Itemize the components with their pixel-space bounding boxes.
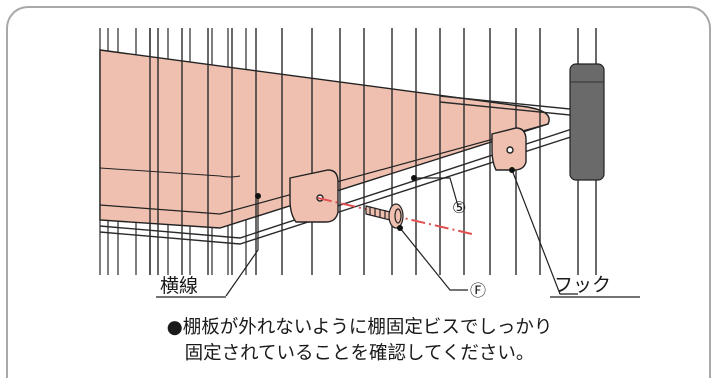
- label-part-5: ⑤: [452, 198, 466, 217]
- leader-lines: [225, 169, 578, 297]
- label-horizontal-wire: 横線: [160, 275, 198, 297]
- label-hook: フック: [554, 274, 611, 296]
- leader-dots: [255, 167, 515, 231]
- caption-line-1: ●棚板が外れないように棚固定ビスでしっかり: [166, 317, 553, 338]
- post-cover: [569, 63, 605, 181]
- shelf-board-inner-line: [99, 167, 241, 178]
- screw-f: [365, 203, 404, 229]
- label-part-f: Ⓕ: [470, 281, 486, 300]
- hook-bracket-front: [289, 169, 339, 223]
- right-post: [569, 28, 605, 275]
- caption-line-2: 固定されていることを確認してください。: [184, 343, 535, 364]
- instruction-caption: ●棚板が外れないように棚固定ビスでしっかり 固定されていることを確認してください…: [0, 315, 719, 367]
- shelf-board-front-edge: [99, 123, 549, 215]
- hook-bracket-back: [491, 127, 527, 171]
